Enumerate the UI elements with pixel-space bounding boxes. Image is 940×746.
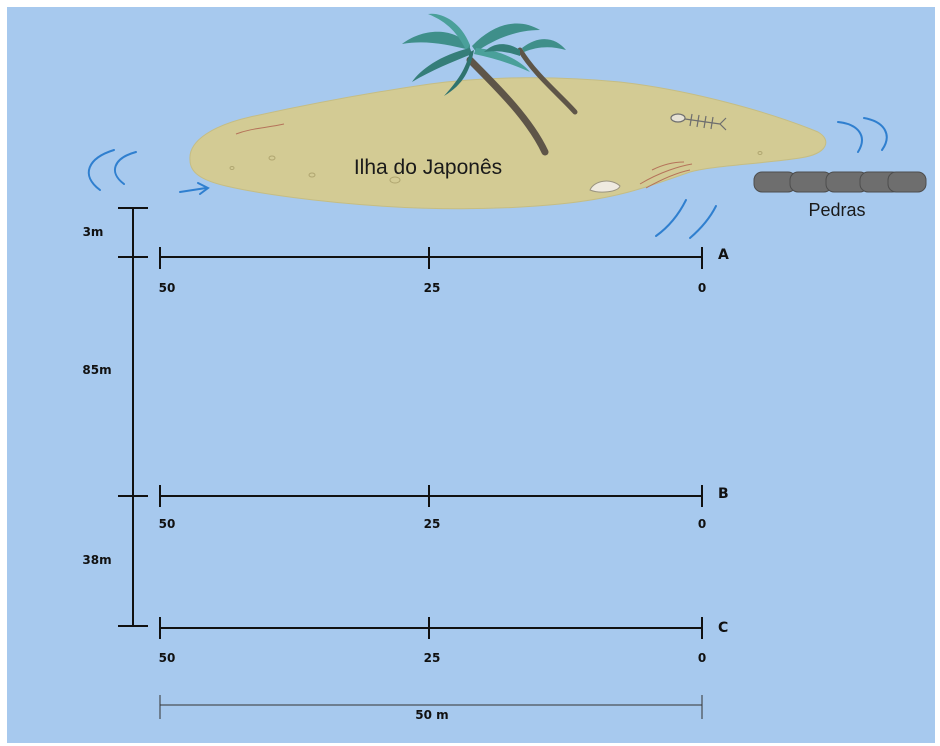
sand-marks <box>235 123 285 135</box>
scale-bar-label: 50 m <box>415 708 448 722</box>
fish-skeleton-icon <box>670 113 727 131</box>
tick-label: 25 <box>424 281 441 295</box>
tick-label: 25 <box>424 517 441 531</box>
tick-label: 0 <box>698 517 706 531</box>
distance-axis <box>118 207 148 627</box>
tick-label: 50 <box>159 517 176 531</box>
transect-a: 50 25 0 A <box>159 247 729 295</box>
rocks-label: Pedras <box>808 200 865 220</box>
sand-pebbles <box>229 151 763 184</box>
distance-label-a-b: 85m <box>82 363 111 377</box>
tick-label: 25 <box>424 651 441 665</box>
transect-label-c: C <box>718 620 728 636</box>
tick-label: 50 <box>159 281 176 295</box>
transect-label-a: A <box>718 247 729 263</box>
distance-label-island: 3m <box>83 225 104 239</box>
island-name: Ilha do Japonês <box>354 156 502 179</box>
transect-c: 50 25 0 C <box>159 617 728 665</box>
scale-bar <box>159 695 703 719</box>
shell-icon <box>589 180 621 193</box>
transect-label-b: B <box>718 486 729 502</box>
tick-label: 50 <box>159 651 176 665</box>
sand-marks-2 <box>639 161 693 189</box>
wave-marks <box>87 117 888 239</box>
transect-b: 50 25 0 B <box>159 485 729 531</box>
tick-label: 0 <box>698 281 706 295</box>
island-sand <box>189 77 827 210</box>
rocks-icon <box>753 171 927 193</box>
tick-label: 0 <box>698 651 706 665</box>
distance-label-b-c: 38m <box>82 553 111 567</box>
palm-tree-icon <box>402 13 578 156</box>
